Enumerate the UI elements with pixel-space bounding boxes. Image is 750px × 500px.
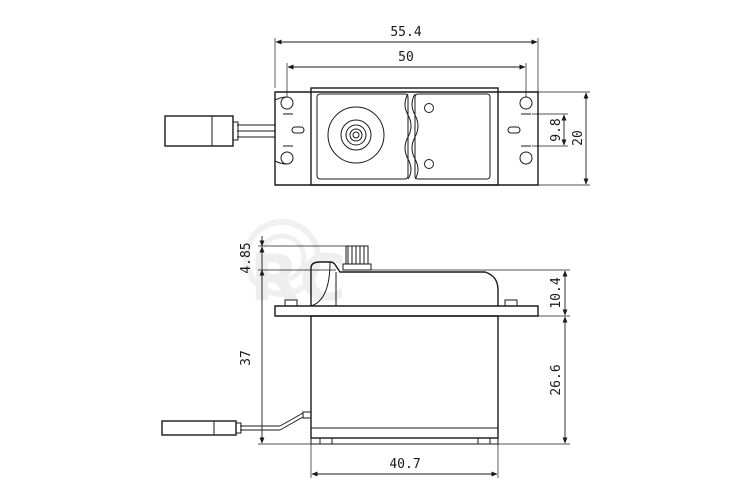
side-connector (161, 420, 237, 436)
mount-slot-left (291, 126, 305, 134)
output-horn-ring (327, 106, 385, 164)
case-screw-bottom (424, 159, 434, 169)
dim-side-upper-height: 10.4 (549, 277, 564, 308)
dim-side-lower-height: 26.6 (549, 364, 564, 395)
top-case-divider (404, 93, 412, 180)
dim-top-hole-gap: 9.8 (549, 118, 564, 141)
dim-top-total-width: 55.4 (390, 25, 421, 40)
dim-side-spline-height: 4.85 (239, 242, 254, 273)
output-spline (345, 124, 367, 146)
mount-hole-tl (280, 96, 294, 110)
side-wire (279, 412, 304, 431)
dim-side-total-height: 37 (239, 350, 254, 366)
side-foot-right (477, 437, 491, 445)
top-case-left-panel (316, 93, 409, 180)
side-upper-case (310, 261, 499, 306)
output-spline-outer (340, 119, 372, 151)
dim-top-hole-spacing: 50 (398, 50, 414, 65)
dim-top-height: 20 (571, 130, 586, 146)
case-screw-top (424, 103, 434, 113)
side-view: 4.85 37 10.4 26.6 40.7 (161, 236, 570, 478)
top-connector (164, 115, 234, 147)
top-case-right-panel (414, 93, 491, 180)
side-spline (345, 245, 369, 265)
mount-hole-br (519, 151, 533, 165)
top-view: 55.4 50 20 9.8 (164, 25, 590, 186)
side-lower-case (310, 315, 499, 439)
watermark: RC (243, 219, 346, 316)
top-flange-outline (274, 91, 539, 186)
dim-side-body-width: 40.7 (389, 457, 420, 472)
top-wire-bundle (237, 124, 275, 138)
top-case-outline (310, 87, 499, 186)
watermark-text: RC (250, 242, 346, 316)
mount-hole-bl (280, 151, 294, 165)
mount-hole-tr (519, 96, 533, 110)
mount-slot-right (507, 126, 521, 134)
side-foot-left (319, 437, 333, 445)
